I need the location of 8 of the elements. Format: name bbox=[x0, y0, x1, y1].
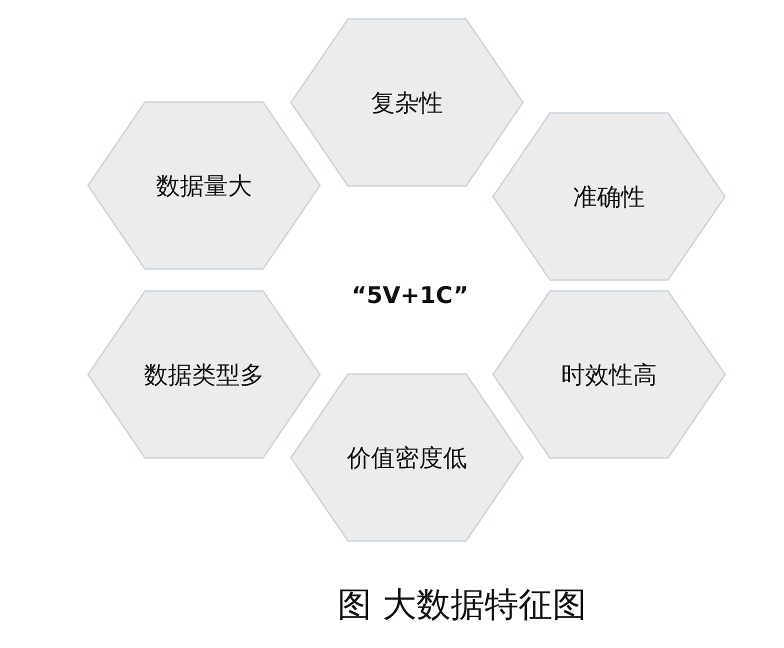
hexagon-tile: 价值密度低 bbox=[290, 373, 524, 542]
hexagon-tile: 准确性 bbox=[492, 112, 726, 281]
figure-caption: 图 大数据特征图 bbox=[338, 584, 586, 627]
center-heading: “5V+1C” bbox=[352, 283, 469, 309]
hexagon-tile: 复杂性 bbox=[290, 18, 524, 187]
hexagon-tile: 数据类型多 bbox=[87, 290, 321, 459]
hexagon-tile: 数据量大 bbox=[87, 101, 321, 270]
hexagon-tile: 时效性高 bbox=[492, 290, 726, 459]
